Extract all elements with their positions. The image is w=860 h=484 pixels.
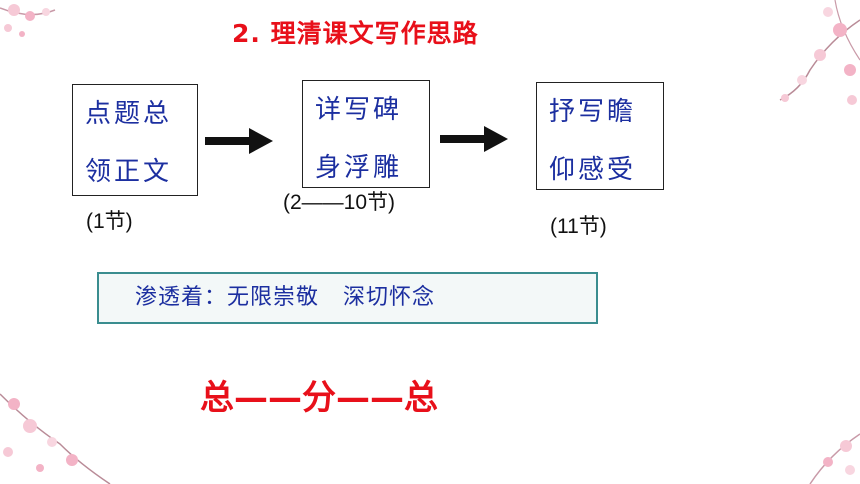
section-note-intro: (1节) [86, 210, 133, 233]
flow-box-conclusion: 抒写瞻 仰感受 [536, 82, 664, 190]
section-note-conclusion: (11节) [550, 215, 607, 238]
flow-box-body: 详写碑 身浮雕 [302, 80, 430, 188]
page-title: 2. 理清课文写作思路 [232, 19, 479, 48]
flow-box-line: 详写碑 [315, 95, 403, 125]
cherry-blossom-bottom-right-decoration [809, 433, 860, 484]
cherry-blossom-top-right-decoration [779, 0, 860, 105]
right-arrow-icon [440, 126, 508, 152]
cherry-blossom-bottom-left-decoration [0, 393, 111, 484]
flow-box-line: 领正文 [85, 157, 173, 187]
flow-box-line: 仰感受 [549, 155, 637, 185]
theme-statement-box: 渗透着：无限崇敬 深切怀念 [97, 272, 598, 324]
flow-box-line: 身浮雕 [315, 153, 403, 183]
structure-summary: 总——分——总 [200, 378, 438, 418]
flow-box-intro: 点题总 领正文 [72, 84, 198, 196]
flow-box-line: 抒写瞻 [549, 97, 637, 127]
section-note-body: (2——10节) [283, 191, 396, 214]
cherry-blossom-top-left-decoration [0, 4, 56, 37]
flow-box-line: 点题总 [85, 99, 173, 129]
right-arrow-icon [205, 128, 273, 154]
